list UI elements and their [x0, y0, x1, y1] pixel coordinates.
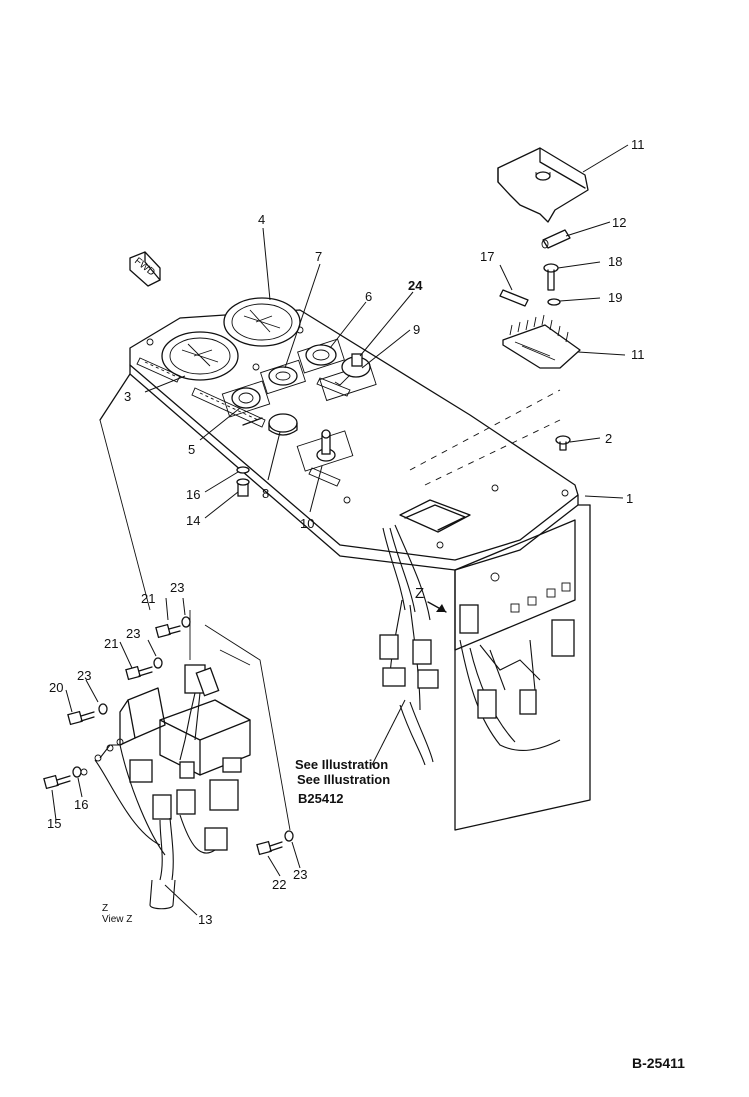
label-22: 22 — [272, 877, 286, 892]
drawing-reference: B-25411 — [632, 1055, 685, 1071]
screw-18 — [543, 263, 559, 291]
gauge-large-left — [161, 331, 239, 381]
cover-11 — [497, 147, 589, 223]
label-9: 9 — [413, 322, 420, 337]
label-11-terminal: 11 — [631, 347, 645, 362]
label-5: 5 — [188, 442, 195, 457]
mounting-plate — [454, 519, 576, 651]
label-24: 24 — [408, 278, 423, 293]
terminal-block-11 — [502, 314, 581, 369]
gauge-5 — [221, 380, 271, 418]
key-switch-9 — [319, 353, 377, 402]
panel-fastener — [236, 363, 263, 497]
label-10: 10 — [300, 516, 314, 531]
label-20: 20 — [49, 680, 63, 695]
panel-labels — [136, 357, 351, 487]
label-23-left: 23 — [77, 668, 91, 683]
label-19: 19 — [608, 290, 622, 305]
plate-17 — [499, 289, 529, 307]
label-23-upper: 23 — [170, 580, 184, 595]
pin-12 — [541, 229, 571, 249]
view-z-label: Z View Z — [102, 903, 132, 925]
lamp-8 — [268, 413, 298, 436]
fwd-arrow: FWD — [129, 251, 161, 287]
gauge-small-7 — [260, 359, 306, 395]
toggle-switch-10 — [296, 429, 354, 472]
label-12: 12 — [612, 215, 626, 230]
label-4: 4 — [258, 212, 265, 227]
note-line-1: See Illustration — [295, 757, 388, 772]
leader-lines — [51, 144, 629, 916]
label-13: 13 — [198, 912, 212, 927]
illustration-notes: See Illustration See Illustration B25412 — [295, 757, 390, 806]
label-7: 7 — [315, 249, 322, 264]
label-11-top: 11 — [631, 137, 645, 152]
label-17: 17 — [480, 249, 494, 264]
detail-view-z — [80, 419, 251, 910]
label-23-mid: 23 — [126, 626, 140, 641]
label-3: 3 — [124, 389, 131, 404]
label-6: 6 — [365, 289, 372, 304]
label-14: 14 — [186, 513, 200, 528]
label-16-top: 16 — [186, 487, 200, 502]
label-16-bottom: 16 — [74, 797, 88, 812]
label-23-bottom: 23 — [293, 867, 307, 882]
view-z-text: View Z — [102, 914, 132, 925]
z-view-arrow: Z — [415, 585, 447, 613]
view-z-letter: Z — [102, 903, 108, 914]
z-arrow-label: Z — [415, 585, 424, 602]
label-8: 8 — [262, 486, 269, 501]
gauge-small-6 — [297, 338, 345, 374]
label-21-upper: 21 — [141, 591, 155, 606]
part-numbers: 11 12 17 18 19 11 2 1 4 7 6 24 9 3 5 8 1… — [47, 137, 645, 927]
label-18: 18 — [608, 254, 622, 269]
note-line-3: B25412 — [298, 791, 344, 806]
screw-2 — [555, 435, 571, 451]
harness-main — [379, 524, 575, 766]
gauge-large-right — [223, 297, 301, 347]
bolts-detail — [43, 616, 294, 856]
label-1: 1 — [626, 491, 633, 506]
label-15: 15 — [47, 816, 61, 831]
washer-19 — [547, 298, 561, 306]
label-21-lower: 21 — [104, 636, 118, 651]
label-2: 2 — [605, 431, 612, 446]
note-line-2: See Illustration — [297, 772, 390, 787]
